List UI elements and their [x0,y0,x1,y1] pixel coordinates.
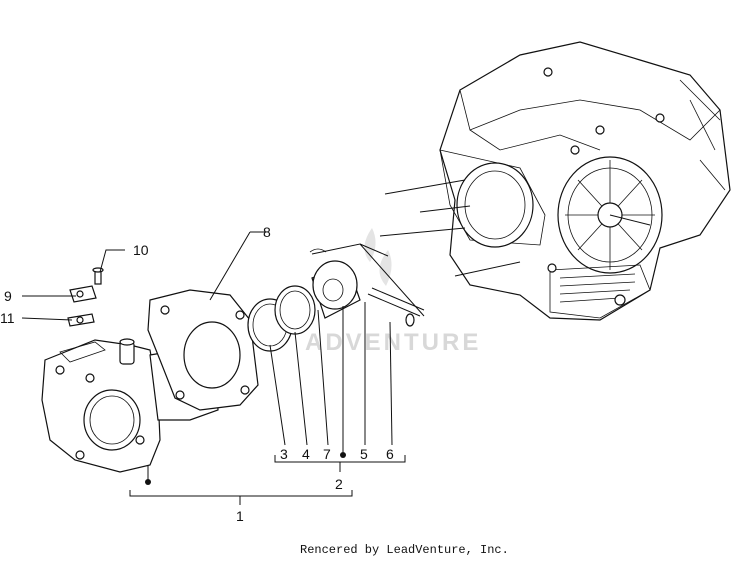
callout-2: 2 [335,476,343,492]
watermark: ADVENTURE [305,228,481,356]
callout-11: 11 [0,310,15,326]
callout-4: 4 [302,446,310,462]
engine-crankcase [379,41,731,321]
callout-1: 1 [236,508,244,524]
callout-dot-2 [340,452,346,458]
piston [311,260,361,319]
watermark-text: ADVENTURE [305,329,481,356]
callout-5: 5 [360,446,368,462]
callout-labels: 8 10 9 11 3 4 7 5 6 2 1 [0,224,394,524]
callout-3: 3 [280,446,288,462]
callout-6: 6 [386,446,394,462]
cylinder-base-gasket [147,289,259,411]
leader-lines [21,231,425,505]
callout-dot-1 [145,479,151,485]
callout-7: 7 [323,446,331,462]
callout-9: 9 [4,288,12,304]
callout-8: 8 [263,224,271,240]
callout-10: 10 [133,242,149,258]
bolt-and-washer-parts [67,267,104,327]
render-credit: Rencered by LeadVenture, Inc. [300,543,509,557]
